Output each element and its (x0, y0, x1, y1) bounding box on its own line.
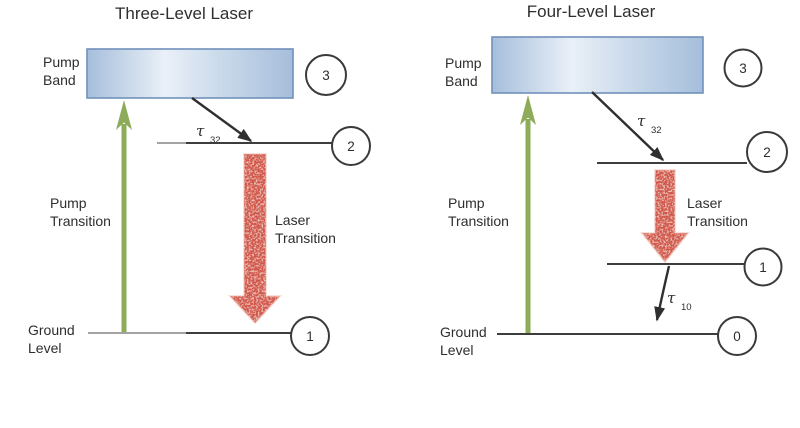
three-level-title: Three-Level Laser (115, 4, 253, 23)
level-2-number: 2 (763, 145, 771, 160)
tau10-decay-arrow (654, 265, 671, 322)
four-level-diagram: Four-Level Laser 3 Pump Band Pump Transi… (440, 2, 788, 358)
tau32-subscript: 32 (651, 125, 662, 136)
pump-arrowhead (116, 100, 132, 130)
level-1-circle (290, 316, 330, 356)
four-level-title: Four-Level Laser (527, 2, 656, 21)
laser-transition-arrow (639, 169, 691, 264)
ground-label-line2: Level (440, 342, 473, 358)
tau32-decay-arrow (591, 91, 665, 162)
tau32-subscript: 32 (210, 135, 221, 146)
level-3-number: 3 (322, 68, 330, 83)
pump-transition-label-line2: Transition (50, 213, 111, 229)
tau32-decay-arrow (191, 97, 253, 142)
pump-transition-arrow (520, 95, 536, 334)
level-3-number: 3 (739, 61, 747, 76)
ground-label-line1: Ground (28, 322, 75, 338)
pump-band-label-line2: Band (43, 72, 76, 88)
pump-band-rect (86, 48, 294, 99)
pump-band-label-line1: Pump (445, 55, 482, 71)
ground-label-line1: Ground (440, 324, 487, 340)
ground-label-line2: Level (28, 340, 61, 356)
three-level-diagram: Three-Level Laser 3 Pump Band Pump Trans… (28, 4, 371, 356)
tau10-symbol: τ (667, 289, 676, 307)
level-3-circle (305, 54, 347, 96)
level-1-number: 1 (759, 260, 767, 275)
tau32-symbol: τ (637, 112, 646, 130)
tau32-symbol: τ (196, 122, 205, 140)
pump-band-rect (491, 36, 704, 94)
laser-transition-label-line1: Laser (687, 195, 722, 211)
pump-transition-label-line2: Transition (448, 213, 509, 229)
level-2-circle (331, 126, 371, 166)
level-1-circle (743, 247, 783, 287)
pump-transition-label-line1: Pump (448, 195, 485, 211)
level-2-circle (746, 131, 788, 173)
pump-arrowhead (520, 95, 536, 125)
pump-band-label-line1: Pump (43, 54, 80, 70)
laser-transition-label-line2: Transition (687, 213, 748, 229)
pump-transition-arrow (116, 100, 132, 333)
level-2-number: 2 (347, 139, 355, 154)
level-0-circle (717, 316, 757, 356)
tau10-subscript: 10 (681, 302, 692, 313)
level-3-circle (723, 48, 763, 88)
laser-transition-label-line1: Laser (275, 212, 310, 228)
level-0-number: 0 (733, 329, 741, 344)
laser-transition-label-line2: Transition (275, 230, 336, 246)
pump-transition-label-line1: Pump (50, 195, 87, 211)
level-1-number: 1 (306, 329, 314, 344)
pump-band-label-line2: Band (445, 73, 478, 89)
laser-transition-arrow (227, 153, 283, 325)
